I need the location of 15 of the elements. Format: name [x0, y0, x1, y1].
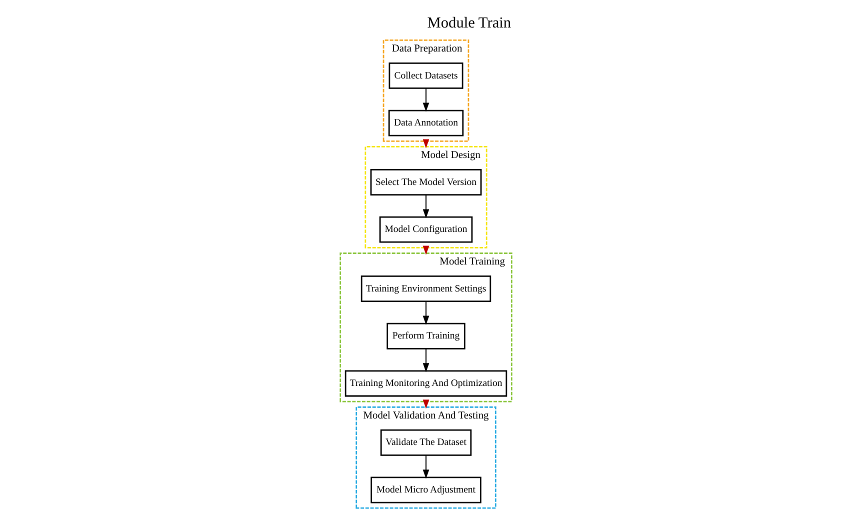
arrow — [422, 454, 429, 478]
node-box: Select The Model Version — [370, 168, 482, 195]
arrow — [422, 348, 429, 372]
node-box: Model Micro Adjustment — [370, 476, 481, 503]
arrow — [422, 194, 429, 218]
diagram-title: Module Train — [426, 14, 511, 31]
arrow — [422, 301, 429, 324]
arrow — [422, 88, 429, 112]
node-box: Training Environment Settings — [360, 275, 491, 302]
node-box: Data Annotation — [388, 109, 464, 136]
node-box: Validate The Dataset — [380, 428, 472, 456]
node-box: Perform Training — [386, 322, 465, 349]
node-box: Model Configuration — [378, 216, 472, 242]
node-box: Collect Datasets — [388, 62, 463, 88]
node-box: Training Monitoring And Optimization — [344, 370, 507, 396]
